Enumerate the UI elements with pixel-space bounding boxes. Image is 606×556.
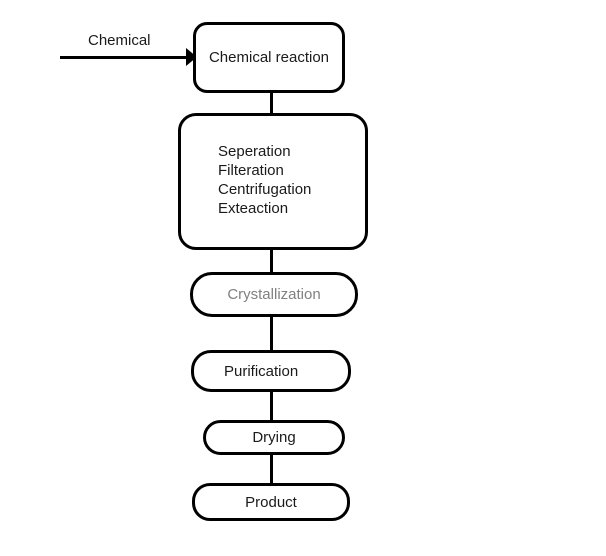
connector-crystallization-to-purification	[270, 316, 273, 352]
connector-reaction-to-separation	[270, 92, 273, 115]
node-separation-group[interactable]: Seperation Filteration Centrifugation Ex…	[178, 113, 368, 250]
node-product[interactable]: Product	[192, 483, 350, 521]
input-arrow-head-icon	[186, 48, 197, 66]
connector-purification-to-drying	[270, 391, 273, 422]
input-arrow-label: Chemical	[88, 32, 151, 49]
node-chemical-reaction-label: Chemical reaction	[208, 49, 330, 66]
connector-drying-to-product	[270, 454, 273, 485]
node-purification-label: Purification	[224, 362, 299, 380]
node-separation-group-label: Seperation Filteration Centrifugation Ex…	[218, 143, 312, 217]
connector-separation-to-crystallization	[270, 249, 273, 274]
input-arrow-shaft	[60, 56, 186, 59]
node-drying-label: Drying	[252, 429, 296, 446]
node-drying[interactable]: Drying	[203, 420, 345, 455]
node-crystallization[interactable]: Crystallization	[190, 272, 358, 317]
node-purification[interactable]: Purification	[191, 350, 351, 392]
node-product-label: Product	[245, 493, 297, 511]
node-chemical-reaction[interactable]: Chemical reaction	[193, 22, 345, 93]
node-crystallization-label: Crystallization	[227, 286, 321, 303]
